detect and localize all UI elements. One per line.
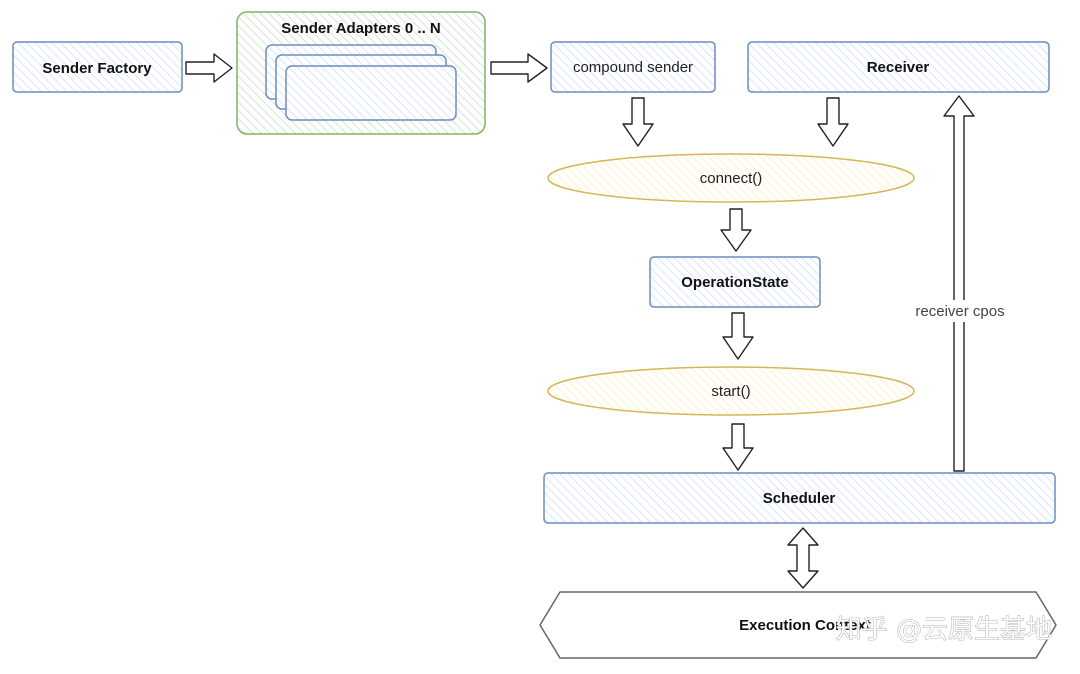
sender-adapters-group: Sender Adapters 0 .. N <box>236 11 486 135</box>
connect-node: connect() <box>547 153 915 203</box>
arrow-connect-to-operation-state <box>720 208 752 252</box>
sender-factory-node: Sender Factory <box>12 41 183 93</box>
execution-context-node: Execution Context <box>539 591 1057 659</box>
arrow-start-to-scheduler <box>722 423 754 471</box>
arrow-factory-to-adapters <box>185 53 233 83</box>
start-label: start() <box>711 383 750 400</box>
start-node: start() <box>547 366 915 416</box>
sender-adapters-label: Sender Adapters 0 .. N <box>281 20 441 37</box>
receiver-cpos-label-bg <box>908 300 1012 322</box>
arrow-scheduler-execution-context <box>787 527 819 589</box>
receiver-node: Receiver <box>747 41 1050 93</box>
arrow-scheduler-to-receiver <box>943 95 975 472</box>
compound-sender-label: compound sender <box>573 59 693 76</box>
watermark-text: 知乎 @云原生基地 <box>836 615 1052 645</box>
scheduler-node: Scheduler <box>543 472 1056 524</box>
operation-state-label: OperationState <box>681 274 789 291</box>
sender-factory-label: Sender Factory <box>42 60 152 77</box>
arrow-operation-state-to-start <box>722 312 754 360</box>
receiver-cpos-label: receiver cpos <box>915 303 1004 320</box>
execution-context-label: Execution Context <box>739 617 871 634</box>
scheduler-label: Scheduler <box>763 490 836 507</box>
connect-label: connect() <box>700 170 763 187</box>
sender-adapter-card-3 <box>285 65 457 121</box>
arrow-adapters-to-compound <box>490 53 548 83</box>
receiver-label: Receiver <box>867 59 930 76</box>
arrow-compound-to-connect <box>622 97 654 147</box>
arrow-receiver-to-connect <box>817 97 849 147</box>
compound-sender-node: compound sender <box>550 41 716 93</box>
operation-state-node: OperationState <box>649 256 821 308</box>
